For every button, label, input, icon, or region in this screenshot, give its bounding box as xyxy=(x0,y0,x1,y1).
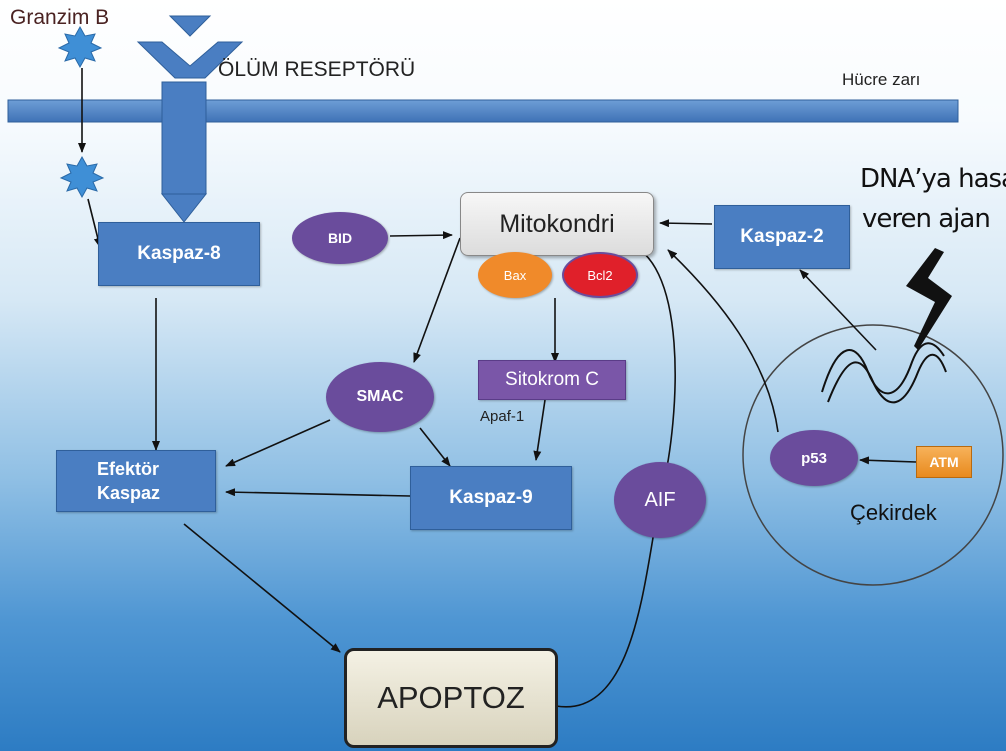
arrow-mito-smac xyxy=(413,237,461,363)
smac-node: SMAC xyxy=(326,362,434,432)
sitokrom-node: Sitokrom C xyxy=(478,360,626,400)
dna-agent-label-line2: veren ajan xyxy=(862,204,991,234)
granzim-star-1 xyxy=(57,25,103,69)
efektor-label-line2: Kaspaz xyxy=(97,483,161,503)
apoptoz-label: APOPTOZ xyxy=(377,680,525,715)
bcl2-node: Bcl2 xyxy=(562,252,638,298)
kaspaz9-node: Kaspaz-9 xyxy=(410,466,572,530)
mitochondria-label: Mitokondri xyxy=(499,209,615,238)
atm-node: ATM xyxy=(916,446,972,478)
arrow-atm-p53 xyxy=(859,456,917,465)
receptor-label: ÖLÜM RESEPTÖRÜ xyxy=(218,58,416,81)
dna-strands xyxy=(821,342,947,404)
dna-damage-bolt xyxy=(906,248,952,350)
kaspaz2-label: Kaspaz-2 xyxy=(740,226,824,247)
bid-node: BID xyxy=(292,212,388,264)
arrow-agent-kaspaz2 xyxy=(799,269,877,351)
efektor-label-line1: Efektör xyxy=(97,459,160,479)
p53-node: p53 xyxy=(770,430,858,486)
dna-agent-label-line1: DNA’ya hasar xyxy=(860,164,1006,194)
kaspaz9-label: Kaspaz-9 xyxy=(449,487,533,508)
aif-label: AIF xyxy=(644,488,676,511)
kaspaz8-label: Kaspaz-8 xyxy=(137,243,221,264)
atm-label: ATM xyxy=(929,454,959,470)
kaspaz8-node: Kaspaz-8 xyxy=(98,222,260,286)
membrane-label: Hücre zarı xyxy=(842,70,921,89)
bax-node: Bax xyxy=(478,252,552,298)
sitokrom-label: Sitokrom C xyxy=(505,369,599,390)
cell-membrane xyxy=(7,99,959,123)
bax-label: Bax xyxy=(503,267,527,283)
arrow-smac-kaspaz9 xyxy=(419,427,451,467)
apaf-label: Apaf-1 xyxy=(480,408,525,425)
nucleus-circle xyxy=(742,324,1004,586)
arrow-apaf-kaspaz9 xyxy=(533,399,546,461)
arrow-kaspaz9-efektor xyxy=(225,488,411,497)
bcl2-label: Bcl2 xyxy=(587,267,613,283)
smac-label: SMAC xyxy=(356,388,404,405)
arrow-efektor-apoptoz xyxy=(183,523,341,653)
efektor-node: Efektör Kaspaz xyxy=(56,450,216,512)
nucleus-label: Çekirdek xyxy=(850,500,937,525)
mitochondria-node: Mitokondri xyxy=(460,192,654,256)
granzim-label: Granzim B xyxy=(10,6,110,29)
apoptoz-node: APOPTOZ xyxy=(344,648,558,748)
kaspaz2-node: Kaspaz-2 xyxy=(714,205,850,269)
arrow-bid-mito xyxy=(389,231,453,240)
death-receptor-shape xyxy=(136,15,244,223)
granzim-star-2 xyxy=(59,155,105,199)
arrow-p53-mito xyxy=(667,249,779,433)
bid-label: BID xyxy=(327,230,353,246)
p53-label: p53 xyxy=(801,449,827,467)
arrow-kaspaz2-mito xyxy=(659,219,713,228)
aif-node: AIF xyxy=(614,462,706,538)
arrow-smac-efektor xyxy=(225,419,331,467)
